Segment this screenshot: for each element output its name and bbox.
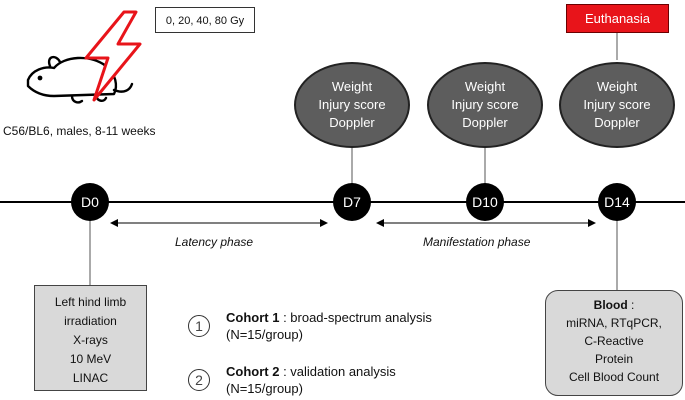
measurement-line: Doppler bbox=[594, 115, 640, 130]
manifestation-arrow bbox=[376, 219, 596, 227]
cohort-1-text: Cohort 1 : broad-spectrum analysis (N=15… bbox=[226, 309, 432, 343]
irradiation-line: X-rays bbox=[73, 333, 108, 347]
blood-title-suffix: : bbox=[627, 298, 635, 312]
blood-box: Blood : miRNA, RTqPCR, C-Reactive Protei… bbox=[545, 290, 683, 396]
strain-label: C56/BL6, males, 8-11 weeks bbox=[3, 124, 156, 138]
irradiation-box: Left hind limb irradiation X-rays 10 MeV… bbox=[34, 285, 147, 391]
day-marker-d0: D0 bbox=[71, 183, 109, 221]
measurement-line: Injury score bbox=[318, 97, 386, 112]
measurement-line: Doppler bbox=[462, 115, 508, 130]
blood-line: miRNA, RTqPCR, bbox=[566, 316, 662, 330]
measurement-ellipse-d10: Weight Injury score Doppler bbox=[427, 62, 543, 148]
euthanasia-badge: Euthanasia bbox=[566, 4, 669, 33]
cohort-number-1: 1 bbox=[188, 315, 210, 337]
measurement-ellipse-d14: Weight Injury score Doppler bbox=[559, 62, 675, 148]
dose-label: 0, 20, 40, 80 Gy bbox=[155, 7, 255, 33]
latency-phase-label: Latency phase bbox=[175, 235, 254, 249]
measurement-line: Weight bbox=[331, 79, 373, 94]
manifestation-phase-label: Manifestation phase bbox=[423, 235, 531, 249]
cohort-description: : broad-spectrum analysis bbox=[279, 310, 432, 325]
irradiation-line: LINAC bbox=[72, 371, 109, 385]
day-marker-d10: D10 bbox=[466, 183, 504, 221]
blood-title: Blood bbox=[593, 298, 628, 312]
irradiation-line: irradiation bbox=[64, 314, 117, 328]
measurement-line: Injury score bbox=[583, 97, 651, 112]
day-marker-d14: D14 bbox=[598, 183, 636, 221]
measurement-ellipse-d7: Weight Injury score Doppler bbox=[294, 62, 410, 148]
cohort-title: Cohort 1 bbox=[226, 310, 280, 325]
irradiation-line: Left hind limb bbox=[54, 295, 127, 309]
measurement-line: Weight bbox=[596, 79, 638, 94]
cohort-number-2: 2 bbox=[188, 369, 210, 391]
measurement-line: Weight bbox=[464, 79, 506, 94]
blood-line: Protein bbox=[594, 352, 634, 366]
blood-line: Cell Blood Count bbox=[568, 370, 660, 384]
irradiation-line: 10 MeV bbox=[69, 352, 112, 366]
cohort-n: (N=15/group) bbox=[226, 327, 303, 342]
cohort-description: : validation analysis bbox=[279, 364, 396, 379]
measurement-line: Injury score bbox=[451, 97, 519, 112]
latency-arrow bbox=[110, 219, 328, 227]
cohort-title: Cohort 2 bbox=[226, 364, 280, 379]
day-marker-d7: D7 bbox=[333, 183, 371, 221]
cohort-n: (N=15/group) bbox=[226, 381, 303, 396]
cohort-2-text: Cohort 2 : validation analysis (N=15/gro… bbox=[226, 363, 396, 397]
blood-line: C-Reactive bbox=[584, 334, 644, 348]
measurement-line: Doppler bbox=[329, 115, 375, 130]
lightning-icon bbox=[84, 10, 142, 102]
